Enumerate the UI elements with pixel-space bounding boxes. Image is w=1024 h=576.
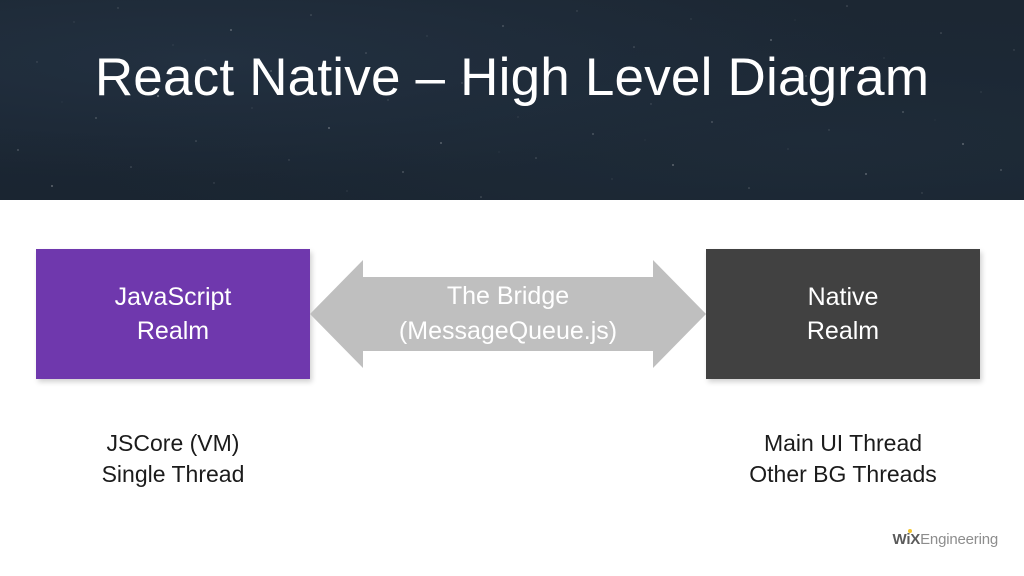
engineering-logo-word: Engineering: [920, 531, 998, 548]
bridge-label: The Bridge (MessageQueue.js): [398, 282, 618, 345]
wix-engineering-logo: WiX Engineering: [892, 528, 998, 548]
wix-logo-text: WiX: [892, 531, 921, 548]
starfield-decoration: [17, 5, 1015, 198]
native-realm-label: Native Realm: [806, 283, 880, 345]
javascript-realm-box[interactable]: JavaScript Realm: [36, 249, 310, 379]
slide-header-band: React Native – High Level Diagram: [0, 0, 1024, 200]
diagram-area: JavaScript Realm The Bridge (MessageQueu…: [0, 200, 1024, 576]
double-arrow-icon: [310, 260, 706, 368]
wix-logo-mark: WiX: [892, 528, 921, 548]
javascript-realm-label: JavaScript Realm: [114, 283, 232, 345]
page-title: React Native – High Level Diagram: [94, 48, 930, 107]
native-realm-caption: Main UI Thread Other BG Threads: [749, 430, 937, 487]
wix-logo-dot-icon: [908, 528, 913, 533]
native-realm-box[interactable]: Native Realm: [706, 249, 980, 379]
javascript-realm-caption: JSCore (VM) Single Thread: [101, 430, 245, 487]
bridge-double-arrow[interactable]: The Bridge (MessageQueue.js): [310, 258, 706, 370]
